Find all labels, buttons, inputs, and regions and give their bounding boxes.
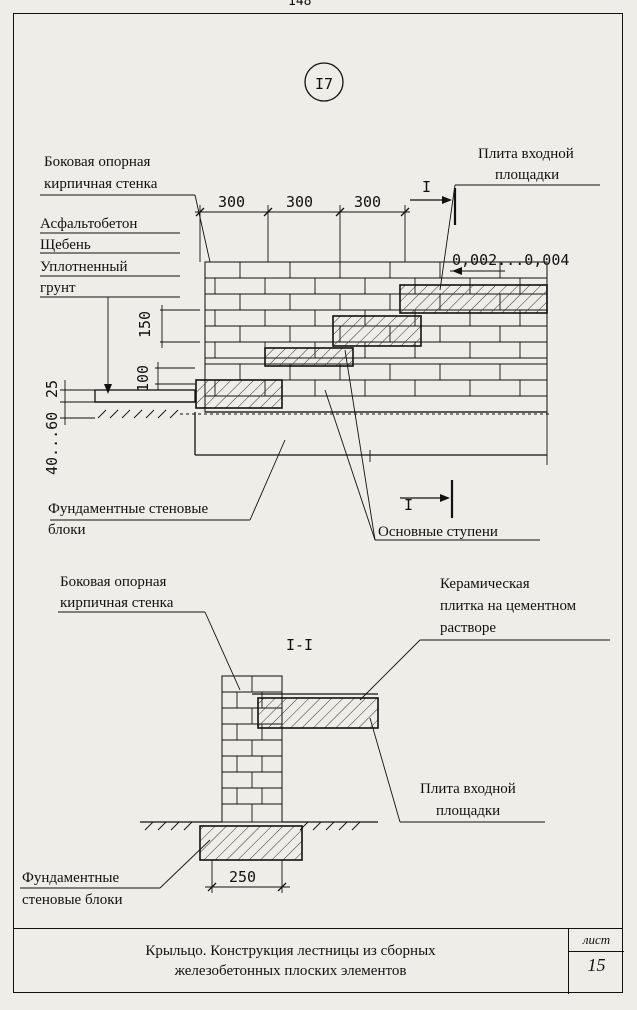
dimension-300-2: 300 <box>286 193 313 211</box>
title-block: Крыльцо. Конструкция лестницы из сборных… <box>13 928 624 994</box>
step-1 <box>195 379 283 409</box>
tile-label-3: растворе <box>440 620 496 636</box>
section-foundation-label-2: стеновые блоки <box>22 892 123 908</box>
section-side-wall-label-1: Боковая опорная <box>60 574 167 590</box>
side-wall-label-2: кирпичная стенка <box>44 176 158 192</box>
sheet-label: лист <box>569 929 624 952</box>
drawing-frame <box>13 13 623 993</box>
dimension-40-60: 40...60 <box>43 412 61 475</box>
dimension-chain: 300 300 300 <box>195 193 410 262</box>
title-line-1: Крыльцо. Конструкция лестницы из сборных <box>145 943 436 959</box>
top-leaders <box>40 184 600 394</box>
bottom-leaders <box>50 349 540 541</box>
gravel-label: Щебень <box>40 237 91 253</box>
foundation-label-1: Фундаментные стеновые <box>48 501 208 517</box>
vertical-dimensions: 150 100 25 40...60 <box>43 305 200 475</box>
section-slab-label-2: площадки <box>436 803 500 819</box>
slope-label: 0,002...0,004 <box>452 251 569 269</box>
sheet-cell: лист 15 <box>568 929 624 994</box>
detail-marker: I7 <box>304 62 344 102</box>
slab-label-2: площадки <box>495 167 559 183</box>
section-side-wall-label-2: кирпичная стенка <box>60 595 174 611</box>
sheet-number: 15 <box>587 955 606 975</box>
title-line-2: железобетонных плоских элементов <box>174 963 407 979</box>
slab-label-1: Плита входной <box>478 146 574 162</box>
soil-label-2: грунт <box>40 280 76 296</box>
ground-layers <box>94 389 548 465</box>
side-wall-label-1: Боковая опорная <box>44 154 151 170</box>
asphalt-label: Асфальтобетон <box>40 216 137 232</box>
dimension-300-1: 300 <box>218 193 245 211</box>
tile-label-1: Керамическая <box>440 576 530 592</box>
section-title: I-I <box>286 636 313 654</box>
step-3 <box>332 315 422 347</box>
dimension-25: 25 <box>43 380 61 398</box>
section-marker-top: I <box>410 178 457 225</box>
steps-label: Основные ступени <box>378 524 498 540</box>
dimension-250: 250 <box>229 868 256 886</box>
section-marker-bottom: I <box>400 480 454 518</box>
dimension-300-3: 300 <box>354 193 381 211</box>
section-slab-label-1: Плита входной <box>420 781 516 797</box>
tile-label-2: плитка на цементном <box>440 598 577 614</box>
section-marker-top-label: I <box>422 178 431 196</box>
section-drawing: 250 <box>140 675 379 893</box>
dimension-100: 100 <box>134 365 152 392</box>
soil-label-1: Уплотненный <box>40 259 128 275</box>
foundation-label-2: блоки <box>48 522 86 538</box>
section-marker-bottom-label: I <box>404 496 413 514</box>
dimension-150: 150 <box>136 311 154 338</box>
page-number: 148 <box>288 0 312 9</box>
detail-number: I7 <box>315 75 333 93</box>
step-2 <box>264 347 354 367</box>
section-foundation-label-1: Фундаментные <box>22 870 120 886</box>
entrance-slab <box>399 284 548 314</box>
stair-elements <box>195 284 548 409</box>
